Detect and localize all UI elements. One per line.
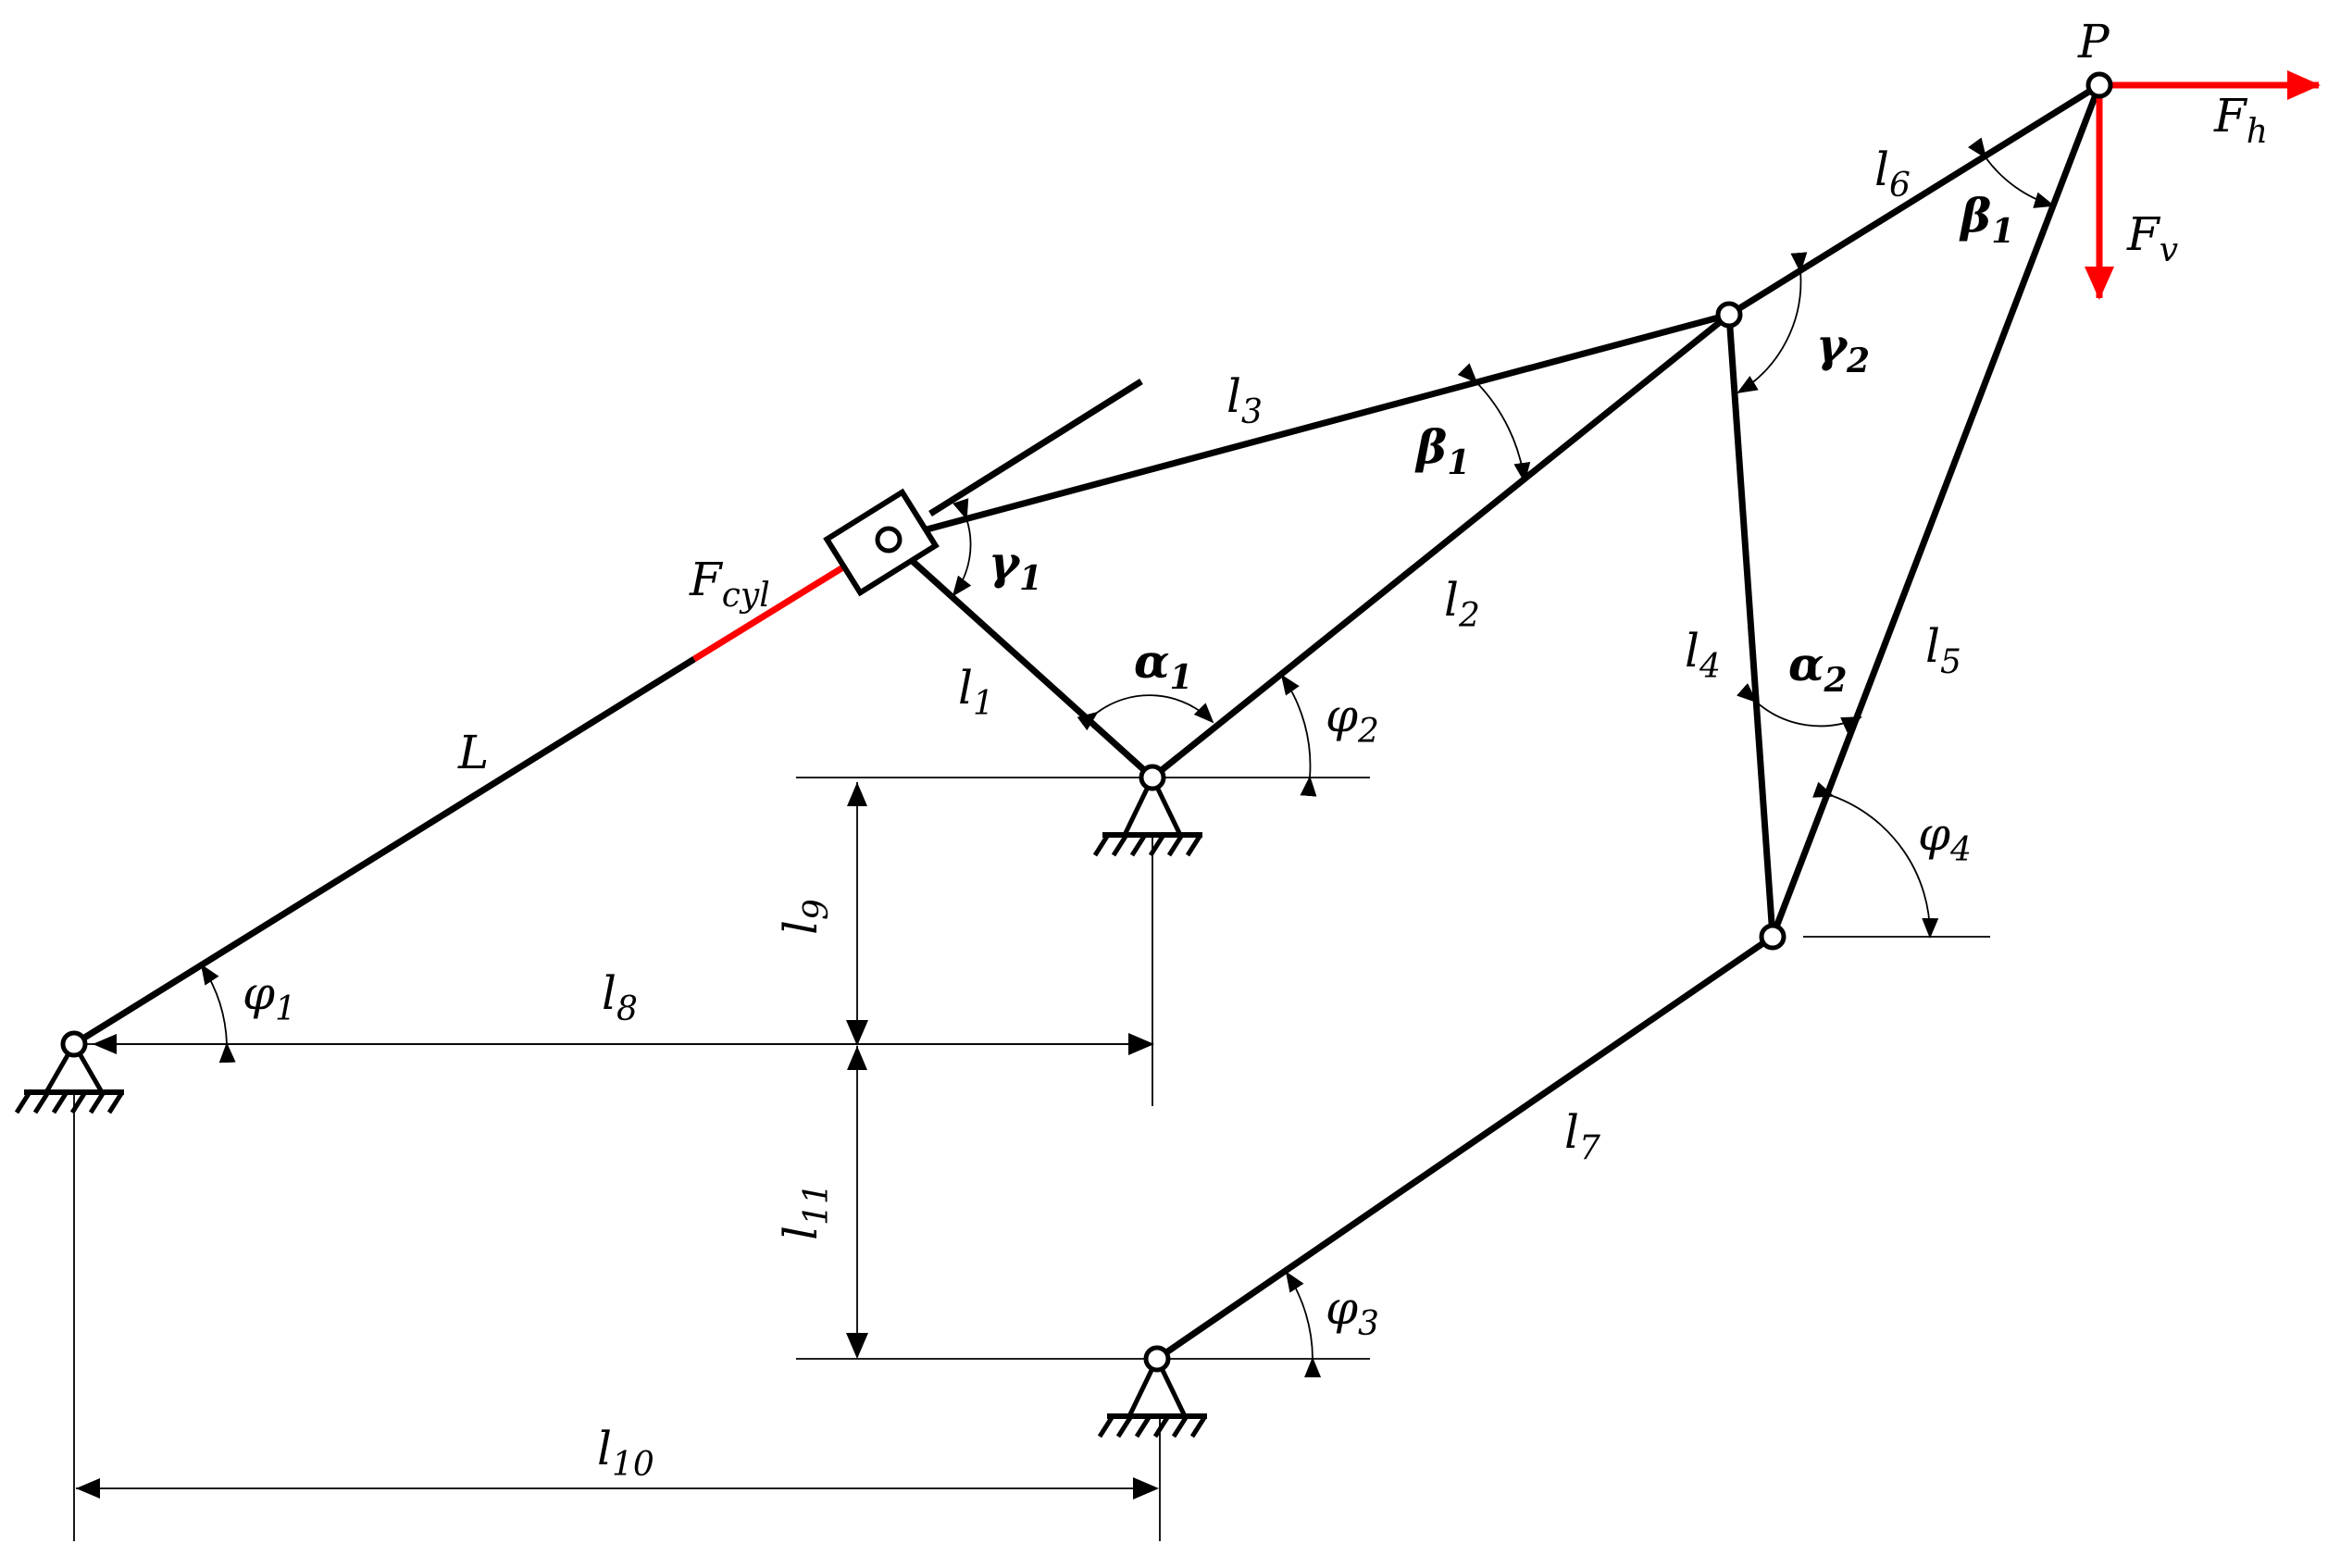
link-l3 [888,311,1730,543]
joint-upper-ground [1139,764,1166,791]
reference-lines [73,777,1990,1541]
label-l7: l7 [1564,1105,1600,1167]
angle-phi3-arc [1285,1271,1322,1378]
cylinder-rod [928,379,1143,516]
label-l5: l5 [1925,619,1961,681]
label-Fh: Fh [2213,89,2268,151]
angle-phi4-arc [1812,781,1939,939]
link-l6 [1727,82,2101,317]
label-l4: l4 [1685,624,1721,686]
dim-l10-arrowhead-left [76,1478,100,1499]
angle-alpha1-arc [1077,694,1214,731]
ground-support-left [14,1039,125,1114]
label-l8: l8 [602,966,638,1028]
joint-l4-l5 [1759,923,1786,951]
link-l1 [886,537,1155,780]
angle-alpha2-arc [1737,683,1862,733]
angle-phi1-arc [200,964,236,1064]
labels: L l1 l2 l3 l4 l5 l6 l7 l8 l10 l9 l11 P F… [243,15,2268,1484]
dim-l11-arrowhead-top [847,1046,867,1070]
label-l9: l9 [774,899,836,935]
angle-phi2-arc [1280,674,1317,797]
label-L: L [457,726,489,779]
label-l2: l2 [1444,573,1480,635]
label-l10: l10 [597,1422,654,1484]
label-l6: l6 [1874,143,1911,205]
joints [60,71,2113,1373]
label-l3: l3 [1226,369,1263,431]
angle-gamma2-arc [1737,252,1808,394]
label-phi2: φ2 [1326,689,1379,751]
dim-l9-arrowhead-top [847,782,867,806]
label-l11: l11 [774,1183,836,1240]
link-l7 [1155,934,1774,1362]
joint-l2-l3 [1715,301,1743,329]
label-Fv: Fv [2126,207,2178,269]
links [72,82,2103,1362]
joint-P [2085,71,2113,99]
joint-lower-ground [1143,1345,1171,1373]
joint-cylinder [875,526,903,554]
dimension-arrows [76,782,1159,1500]
joint-left-ground [60,1030,88,1058]
external-forces [2085,70,2321,300]
label-phi1: φ1 [243,966,296,1028]
angle-arcs [200,137,2055,1378]
label-alpha2: α2 [1788,637,1848,700]
ground-support-upper [1092,772,1203,857]
angle-beta1-arc-top [1967,137,2055,208]
label-gamma1: γ1 [989,535,1042,598]
label-phi4: φ4 [1918,807,1972,869]
angle-gamma1-arc [952,498,972,597]
label-Fcyl: Fcyl [689,553,770,615]
link-l4 [1725,314,1776,938]
angle-beta1-arc-middle [1457,363,1531,483]
link-l2 [1150,312,1732,780]
label-phi3: φ3 [1326,1281,1379,1343]
label-gamma2: γ2 [1816,317,1870,380]
label-P: P [2077,15,2110,68]
label-alpha1: α1 [1134,634,1193,697]
link-L [72,656,696,1047]
dim-l8-arrowhead-left [93,1034,117,1054]
ground-support-lower [1097,1353,1208,1438]
ground-supports [14,772,1208,1438]
label-l1: l1 [958,661,994,723]
label-beta1-top: β1 [1959,188,2014,251]
label-beta1-middle: β1 [1414,419,1470,482]
